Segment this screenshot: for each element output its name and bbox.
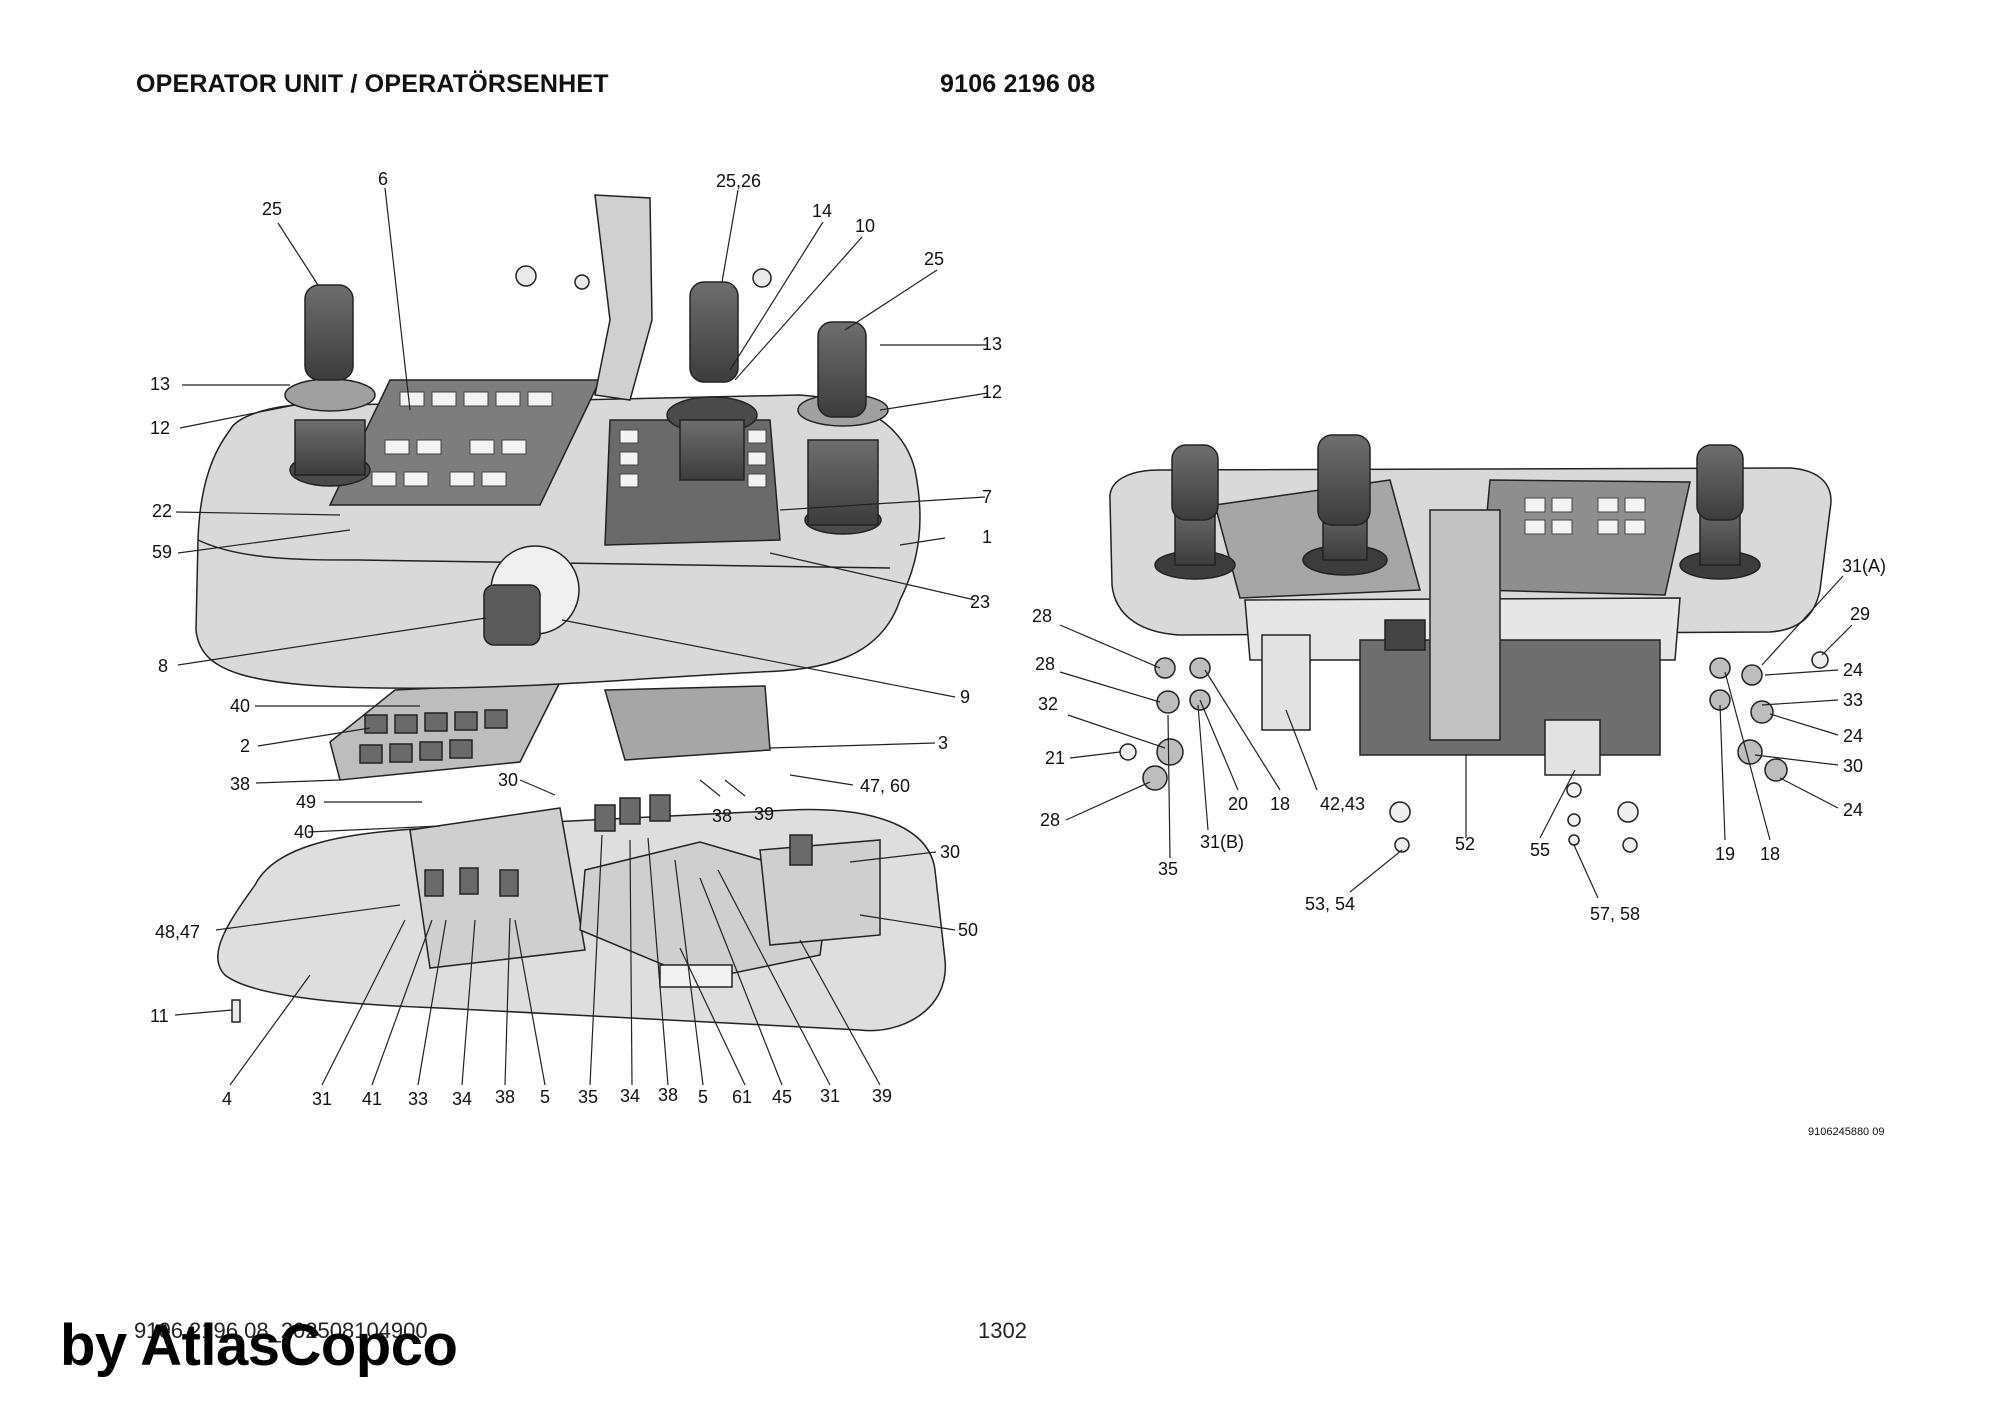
callout-6: 6 bbox=[378, 169, 388, 189]
callout-57-58: 57, 58 bbox=[1590, 904, 1640, 924]
callout-39b: 39 bbox=[872, 1086, 892, 1106]
right-assembly bbox=[1109, 434, 1832, 853]
callout-34: 34 bbox=[452, 1089, 472, 1109]
callout-24b: 24 bbox=[1843, 726, 1863, 746]
callout-3: 3 bbox=[938, 733, 948, 753]
callout-28b: 28 bbox=[1035, 654, 1055, 674]
figure-reference: 9106245880 09 bbox=[1808, 1126, 1885, 1138]
callout-1: 1 bbox=[982, 527, 992, 547]
callout-10: 10 bbox=[855, 216, 875, 236]
joystick-right bbox=[797, 321, 889, 535]
callout-28c: 28 bbox=[1040, 810, 1060, 830]
callout-47-60: 47, 60 bbox=[860, 776, 910, 796]
callout-38b: 38 bbox=[712, 806, 732, 826]
callout-31b-r: 31(B) bbox=[1200, 832, 1244, 852]
callout-24: 24 bbox=[1843, 660, 1863, 680]
brand-watermark: by AtlasCopco bbox=[60, 1313, 458, 1378]
callout-4: 4 bbox=[222, 1089, 232, 1109]
callout-18: 18 bbox=[1270, 794, 1290, 814]
callout-30b: 30 bbox=[940, 842, 960, 862]
page-number: 1302 bbox=[978, 1318, 1027, 1343]
callout-40b: 40 bbox=[294, 822, 314, 842]
callout-7: 7 bbox=[982, 487, 992, 507]
callout-25b: 25 bbox=[924, 249, 944, 269]
callout-8: 8 bbox=[158, 656, 168, 676]
callout-42-43: 42,43 bbox=[1320, 794, 1365, 814]
callout-2: 2 bbox=[240, 736, 250, 756]
callout-22: 22 bbox=[152, 501, 172, 521]
callout-35: 35 bbox=[578, 1087, 598, 1107]
callout-9: 9 bbox=[960, 687, 970, 707]
left-assembly bbox=[195, 194, 946, 1032]
callout-33r: 33 bbox=[1843, 690, 1863, 710]
callout-49: 49 bbox=[296, 792, 316, 812]
callout-53-54: 53, 54 bbox=[1305, 894, 1355, 914]
callout-25-26: 25,26 bbox=[716, 171, 761, 191]
callout-38c: 38 bbox=[495, 1087, 515, 1107]
joystick-left bbox=[284, 284, 376, 487]
callout-59: 59 bbox=[152, 542, 172, 562]
callout-19: 19 bbox=[1715, 844, 1735, 864]
callout-24c: 24 bbox=[1843, 800, 1863, 820]
callout-38: 38 bbox=[230, 774, 250, 794]
callout-32: 32 bbox=[1038, 694, 1058, 714]
callout-38d: 38 bbox=[658, 1085, 678, 1105]
callout-numbers-left: 25 6 25,26 14 10 25 13 12 13 12 22 59 7 … bbox=[150, 169, 1002, 1109]
callout-41: 41 bbox=[362, 1089, 382, 1109]
callout-14: 14 bbox=[812, 201, 832, 221]
callout-33: 33 bbox=[408, 1089, 428, 1109]
callout-34b: 34 bbox=[620, 1086, 640, 1106]
callout-5b: 5 bbox=[698, 1087, 708, 1107]
joystick-center bbox=[666, 281, 758, 481]
page-title: OPERATOR UNIT / OPERATÖRSENHET bbox=[136, 70, 609, 98]
callout-30r: 30 bbox=[1843, 756, 1863, 776]
leader-lines-left bbox=[174, 187, 989, 1086]
callout-20: 20 bbox=[1228, 794, 1248, 814]
callout-21: 21 bbox=[1045, 748, 1065, 768]
callout-39: 39 bbox=[754, 804, 774, 824]
callout-61: 61 bbox=[732, 1087, 752, 1107]
callout-48-47: 48,47 bbox=[155, 922, 200, 942]
callout-35r: 35 bbox=[1158, 859, 1178, 879]
callout-23: 23 bbox=[970, 592, 990, 612]
callout-28: 28 bbox=[1032, 606, 1052, 626]
callout-5: 5 bbox=[540, 1087, 550, 1107]
part-number: 9106 2196 08 bbox=[940, 70, 1096, 98]
callout-29: 29 bbox=[1850, 604, 1870, 624]
callout-12: 12 bbox=[150, 418, 170, 438]
callout-13b: 13 bbox=[982, 334, 1002, 354]
callout-31b: 31 bbox=[820, 1086, 840, 1106]
callout-25: 25 bbox=[262, 199, 282, 219]
leader-lines-right bbox=[1059, 575, 1853, 899]
callout-13: 13 bbox=[150, 374, 170, 394]
callout-11: 11 bbox=[150, 1006, 169, 1026]
callout-31a: 31(A) bbox=[1842, 556, 1886, 576]
callout-50: 50 bbox=[958, 920, 978, 940]
callout-55: 55 bbox=[1530, 840, 1550, 860]
callout-40: 40 bbox=[230, 696, 250, 716]
callout-45: 45 bbox=[772, 1087, 792, 1107]
callout-numbers-right: 31(A) 29 28 28 24 32 33 24 21 30 28 24 2… bbox=[1032, 556, 1886, 924]
callout-31: 31 bbox=[312, 1089, 332, 1109]
callout-18b: 18 bbox=[1760, 844, 1780, 864]
callout-30: 30 bbox=[498, 770, 518, 790]
doc-code: 9106 2196 08_202508104900 bbox=[134, 1318, 428, 1343]
callout-12b: 12 bbox=[982, 382, 1002, 402]
callout-52: 52 bbox=[1455, 834, 1475, 854]
